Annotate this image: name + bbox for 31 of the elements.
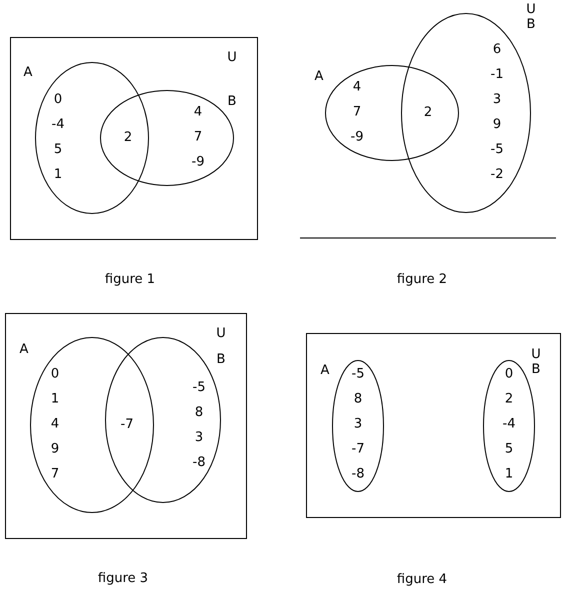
set-label: A (314, 69, 324, 85)
element-value: -7 (120, 417, 134, 433)
set-label: B (532, 362, 540, 378)
set-label: A (320, 363, 330, 379)
element-value: 2 (124, 130, 132, 146)
element-list: 6 -1 3 9 -5 -2 (490, 37, 504, 187)
element-list: 4 7 -9 (350, 74, 364, 150)
set-label: A (20, 342, 28, 358)
universe-label: U (526, 2, 536, 18)
figure-caption: figure 1 (104, 272, 156, 288)
universe-rectangle (5, 313, 247, 539)
universe-label: U (216, 326, 226, 342)
universe-rectangle (306, 333, 561, 518)
element-list: -5 8 3 -7 -8 (352, 362, 364, 486)
set-label: A (24, 65, 32, 81)
element-list: 0 -4 5 1 (52, 87, 64, 187)
element-list: 4 7 -9 (192, 100, 204, 174)
universe-label: U (227, 50, 237, 66)
element-list: -5 8 3 -8 (192, 375, 206, 475)
set-ellipse (100, 90, 234, 186)
figure-caption: figure 2 (396, 272, 448, 288)
figure-caption: figure 4 (396, 572, 448, 588)
universe-label: U (531, 347, 541, 363)
figure-caption: figure 3 (98, 571, 148, 587)
set-label: B (228, 94, 236, 110)
set-label: B (526, 17, 536, 33)
element-list: 0 1 4 9 7 (50, 362, 60, 486)
set-label: B (216, 352, 226, 368)
element-value: 2 (424, 105, 432, 121)
universe-rectangle (10, 37, 258, 240)
element-list: 0 2 -4 5 1 (502, 362, 516, 486)
